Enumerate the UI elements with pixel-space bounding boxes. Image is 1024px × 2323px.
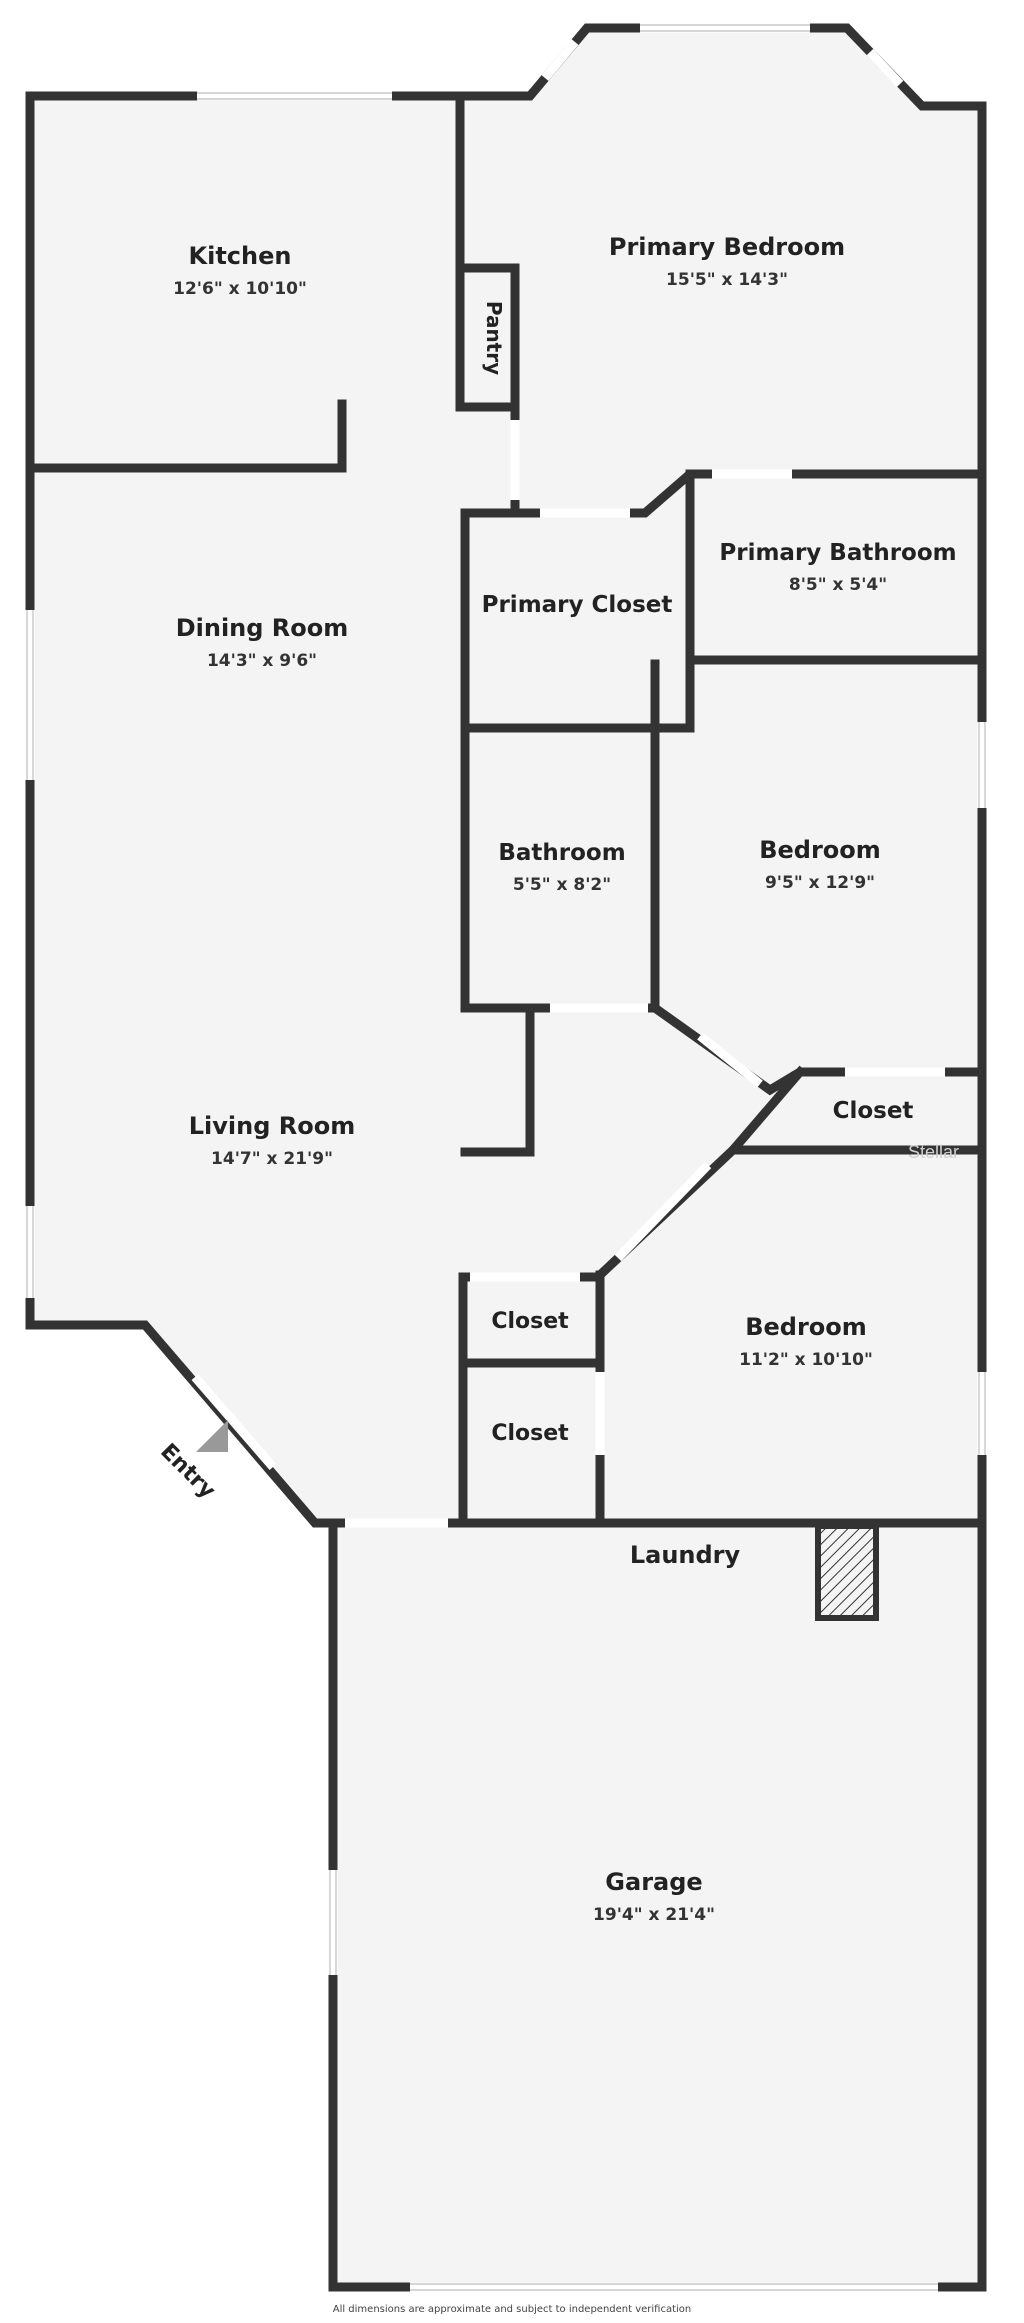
primary-closet-label: Primary Closet xyxy=(482,592,673,618)
bedroom-1-dims: 9'5" x 12'9" xyxy=(765,873,875,893)
entry-arrow-icon xyxy=(196,1420,228,1452)
dining-room-dims: 14'3" x 9'6" xyxy=(207,651,317,671)
footer-note: All dimensions are approximate and subje… xyxy=(333,2304,692,2315)
windows xyxy=(25,23,987,2292)
closet-lower-label: Closet xyxy=(491,1421,569,1446)
living-room-dims: 14'7" x 21'9" xyxy=(211,1149,333,1169)
door-openings xyxy=(191,420,945,1528)
kitchen-dims: 12'6" x 10'10" xyxy=(173,279,307,299)
closet-upper-label: Closet xyxy=(491,1309,569,1334)
garage-dims: 19'4" x 21'4" xyxy=(593,1905,715,1925)
primary-bathroom-dims: 8'5" x 5'4" xyxy=(789,575,887,595)
bathroom-label: Bathroom xyxy=(498,840,625,866)
dining-room-label: Dining Room xyxy=(176,614,349,642)
pantry-label: Pantry xyxy=(482,301,506,375)
bathroom-dims: 5'5" x 8'2" xyxy=(513,875,611,895)
closet-right-label: Closet xyxy=(833,1098,914,1124)
laundry-chute xyxy=(815,1523,879,1621)
primary-bathroom-label: Primary Bathroom xyxy=(719,540,956,566)
garage-label: Garage xyxy=(605,1868,702,1896)
outer-wall xyxy=(25,23,987,2292)
living-room-label: Living Room xyxy=(189,1112,355,1140)
bedroom-1-label: Bedroom xyxy=(759,836,881,864)
watermark: Stellar xyxy=(908,1142,959,1162)
floor-area xyxy=(30,28,982,2287)
kitchen-label: Kitchen xyxy=(189,242,292,270)
primary-bedroom-label: Primary Bedroom xyxy=(609,233,845,261)
primary-bedroom-dims: 15'5" x 14'3" xyxy=(666,270,788,290)
laundry-label: Laundry xyxy=(630,1541,741,1569)
bedroom-2-label: Bedroom xyxy=(745,1313,867,1341)
bedroom-2-dims: 11'2" x 10'10" xyxy=(739,1350,873,1370)
